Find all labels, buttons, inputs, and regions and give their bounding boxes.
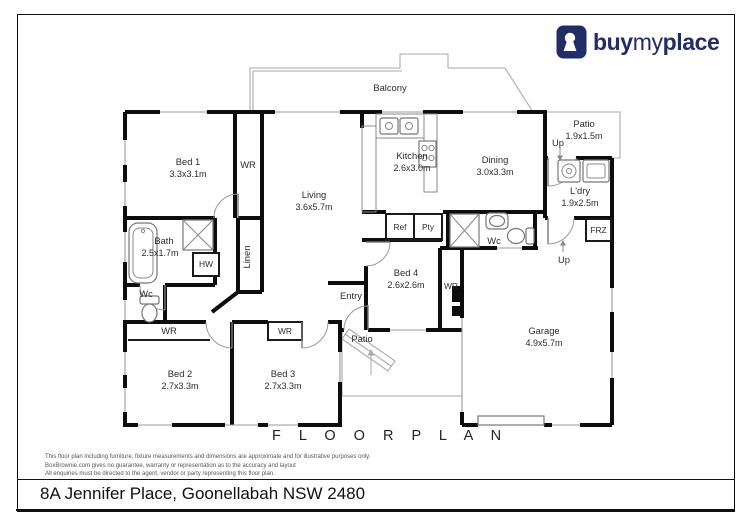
bathtub-icon	[128, 222, 158, 284]
label-wc-mid: Wc	[487, 235, 501, 246]
bottom-border	[16, 509, 735, 511]
label-wr-bed4: WR	[444, 281, 458, 291]
room-label-bed1: Bed 1	[176, 156, 201, 167]
room-label-entry: Entry	[340, 290, 362, 301]
garage-door-icon	[477, 415, 545, 426]
up-arrows	[557, 147, 566, 252]
wc-mid-icons	[449, 212, 535, 248]
outdoor-outlines	[249, 53, 621, 397]
laundry-icons	[557, 159, 610, 183]
room-label-garage: Garage	[528, 325, 559, 336]
patio-steps	[341, 328, 396, 375]
room-label-living: Living	[302, 189, 327, 200]
label-ref: Ref	[393, 222, 407, 232]
room-label-bed2: Bed 2	[168, 368, 193, 379]
room-dims-bed1: 3.3x3.1m	[169, 169, 206, 179]
room-dims-bath: 2.5x1.7m	[141, 248, 178, 258]
disclaimer-line-3: All enquiries must be directed to the ag…	[45, 471, 275, 477]
logo-place: place	[662, 28, 720, 55]
logo-wordmark: buymyplace	[593, 28, 720, 56]
logo-my: my	[632, 28, 663, 55]
room-label-patio-bottom: Patio	[351, 333, 372, 344]
label-wr-bed3: WR	[278, 326, 292, 336]
label-linen: Linen	[241, 246, 252, 269]
toilet-left-icon	[139, 295, 160, 323]
property-address: 8A Jennifer Place, Goonellabah NSW 2480	[40, 484, 366, 503]
room-dims-living: 3.6x5.7m	[295, 202, 332, 212]
room-dims-garage: 4.9x5.7m	[525, 338, 562, 348]
room-label-balcony: Balcony	[373, 82, 407, 93]
logo-buy: buy	[593, 28, 633, 55]
room-label-laundry: L'dry	[570, 185, 590, 196]
closet-boxes	[128, 213, 612, 341]
label-up-patio: Up	[552, 137, 564, 148]
room-dims-patio-top: 1.9x1.5m	[565, 131, 602, 141]
room-label-kitchen: Kitchen	[396, 150, 427, 161]
buymyplace-logo: buymyplace	[556, 25, 720, 59]
room-label-dining: Dining	[482, 154, 509, 165]
address-separator	[17, 479, 734, 480]
floor-plan-title: F L O O R P L A N	[271, 428, 509, 444]
room-dims-bed3: 2.7x3.3m	[264, 381, 301, 391]
keyhole-b-icon	[556, 25, 587, 59]
room-label-bed3: Bed 3	[271, 368, 296, 379]
room-dims-kitchen: 2.6x3.0m	[393, 163, 430, 173]
disclaimer: This floor plan including furniture, fix…	[45, 453, 370, 479]
shower-bath-icon	[182, 219, 214, 251]
room-label-bed4: Bed 4	[394, 267, 419, 278]
label-wr-bed1: WR	[240, 159, 256, 170]
room-label-patio-top: Patio	[573, 118, 594, 129]
label-wc-left: Wc	[139, 288, 153, 299]
label-pty: Pty	[422, 222, 435, 232]
windows	[124, 111, 613, 426]
disclaimer-line-2: BoxBrownie.com gives no guarantee, warra…	[45, 462, 296, 469]
label-hw: HW	[199, 259, 213, 269]
label-wr-hall: WR	[161, 325, 177, 336]
label-frz: FRZ	[590, 225, 606, 235]
kitchen-bench-icons	[361, 113, 438, 213]
label-up-garage: Up	[558, 254, 570, 265]
room-dims-laundry: 1.9x2.5m	[561, 198, 598, 208]
room-label-bath: Bath	[154, 235, 173, 246]
room-dims-bed4: 2.6x2.6m	[387, 280, 424, 290]
page-border	[17, 14, 735, 512]
room-dims-dining: 3.0x3.3m	[476, 167, 513, 177]
disclaimer-line-1: This floor plan including furniture, fix…	[45, 454, 371, 460]
room-dims-bed2: 2.7x3.3m	[161, 381, 198, 391]
